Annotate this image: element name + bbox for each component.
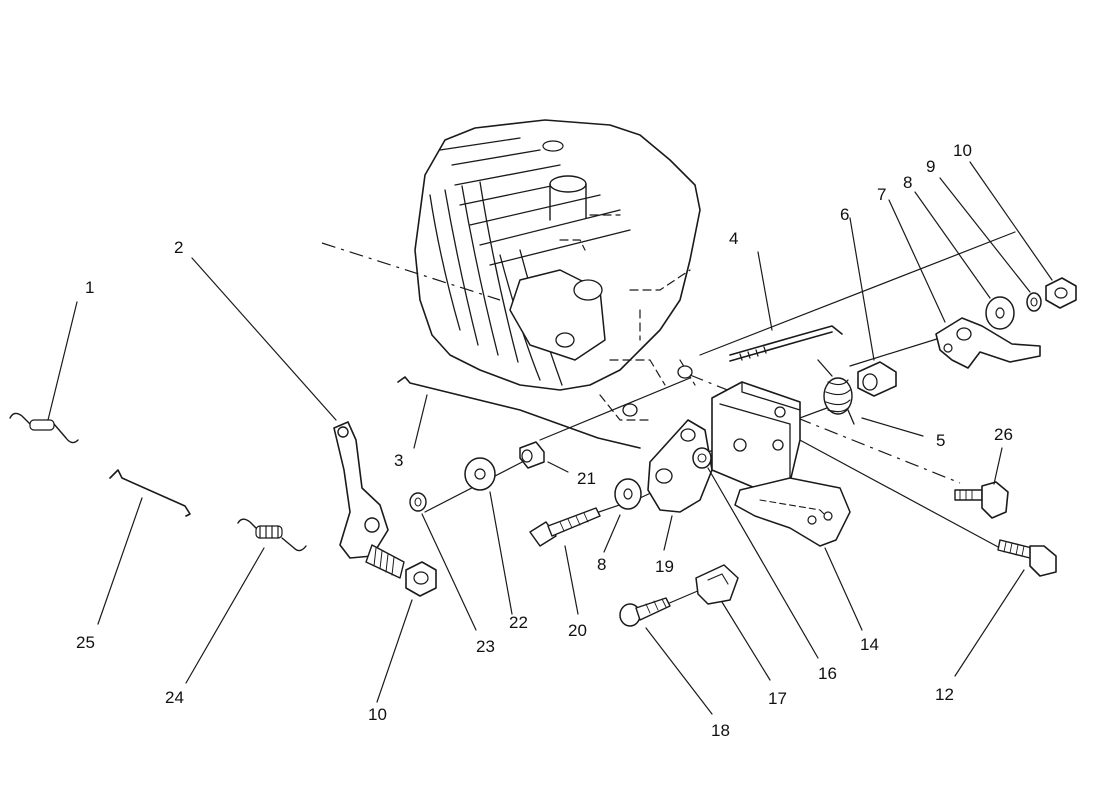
- part-7-lever: [935, 317, 1041, 369]
- callout-21: 21: [577, 469, 596, 488]
- callout-3: 3: [394, 451, 403, 470]
- callout-16: 16: [818, 664, 837, 683]
- part-23-washer: [409, 492, 427, 512]
- part-8-washer-upper: [985, 296, 1015, 330]
- part-22-washer: [464, 457, 496, 491]
- callout-8-lower: 8: [597, 555, 606, 574]
- callout-4: 4: [729, 229, 738, 248]
- part-26-bolt: [954, 481, 1009, 519]
- part-20-bolt: [529, 507, 601, 547]
- callout-18: 18: [711, 721, 730, 740]
- callout-23: 23: [476, 637, 495, 656]
- leader-lines: [47, 161, 1053, 715]
- callout-1: 1: [85, 278, 94, 297]
- callout-19: 19: [655, 557, 674, 576]
- part-14-plate: [734, 477, 851, 547]
- part-4-rod: [729, 325, 843, 362]
- callout-14: 14: [860, 635, 879, 654]
- callout-25: 25: [76, 633, 95, 652]
- callout-10-upper: 10: [953, 141, 972, 160]
- callout-12: 12: [935, 685, 954, 704]
- part-3-rod: [397, 376, 641, 449]
- part-8-washer-lower: [614, 478, 642, 510]
- part-10-nut-lower: [405, 561, 437, 597]
- part-25-link: [109, 469, 191, 517]
- callout-17: 17: [768, 689, 787, 708]
- part-2-lever: [333, 421, 405, 579]
- callout-10-lower: 10: [368, 705, 387, 724]
- callout-26: 26: [994, 425, 1013, 444]
- part-18-screw: [619, 597, 671, 627]
- part-16-bushing: [692, 447, 712, 469]
- callout-8-upper: 8: [903, 173, 912, 192]
- control-plate: [711, 381, 801, 491]
- part-1-spring: [9, 412, 79, 444]
- callout-24: 24: [165, 688, 184, 707]
- callout-2: 2: [174, 238, 183, 257]
- callout-9: 9: [926, 157, 935, 176]
- callout-22: 22: [509, 613, 528, 632]
- part-12-bolt: [997, 539, 1057, 577]
- callout-5: 5: [936, 431, 945, 450]
- part-21-bushing: [519, 441, 545, 469]
- engine-block: [414, 119, 701, 421]
- part-6-bushing: [857, 361, 897, 397]
- part-24-spring: [237, 518, 307, 552]
- part-5-spring: [817, 359, 855, 425]
- part-19-bracket: [647, 419, 713, 513]
- callout-6: 6: [840, 205, 849, 224]
- part-17-clip: [695, 564, 739, 605]
- callout-20: 20: [568, 621, 587, 640]
- part-9-washer: [1026, 292, 1042, 312]
- part-10-nut-upper: [1045, 277, 1077, 309]
- callout-7: 7: [877, 185, 886, 204]
- callout-labels: 1 2 3 4 5 6 7 8 9 10 21 22 8 10 23 20 19…: [76, 141, 1013, 740]
